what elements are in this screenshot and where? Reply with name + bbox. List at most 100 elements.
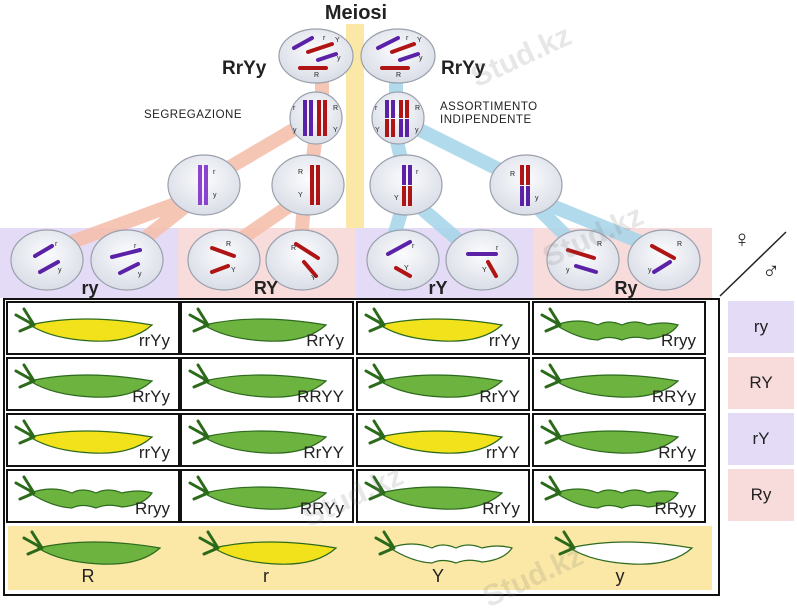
svg-text:Y: Y [404, 265, 409, 272]
pea-pod-icon [538, 359, 698, 408]
center-band [346, 24, 364, 228]
gamete-rY-1: rY [366, 229, 440, 291]
cell-genotype: RRYy [651, 387, 696, 406]
svg-text:Y: Y [298, 192, 303, 199]
gamete-rY-2: rY [445, 229, 519, 291]
pea-pod-icon [12, 359, 172, 408]
legend-label-y: y [615, 566, 625, 586]
svg-text:R: R [298, 169, 303, 176]
grid-cell: RrYy [356, 469, 530, 523]
gamete-RY-1: RY [187, 229, 261, 291]
cell-genotype: RrYy [306, 331, 344, 350]
pea-pod-icon [362, 303, 522, 352]
pea-pod-icon [186, 415, 346, 464]
svg-text:y: y [337, 55, 341, 62]
grid-cell: RrYy [180, 301, 354, 355]
pea-pod-icon [12, 415, 172, 464]
cell-genotype: rrYy [138, 443, 170, 462]
svg-text:y: y [419, 55, 423, 62]
meiosis1-cell-1: ry [167, 154, 241, 216]
grid-cell: rrYY [356, 413, 530, 467]
gamete-label-4: Ry [614, 278, 638, 298]
row-label-2: RY [728, 357, 794, 409]
grid-cell: RRYy [180, 469, 354, 523]
cell-genotype: RrYY [303, 443, 344, 462]
grid-cell: RrYY [180, 413, 354, 467]
svg-text:R: R [510, 171, 515, 178]
grid-cell: RrYy [532, 413, 706, 467]
svg-text:Y: Y [311, 275, 316, 282]
pea-pod-icon [538, 303, 698, 352]
svg-text:Y: Y [417, 37, 422, 44]
pea-pod-icon [362, 471, 522, 520]
pea-pod-icon [538, 415, 698, 464]
svg-text:R: R [226, 241, 231, 248]
svg-text:y: y [138, 271, 142, 278]
gamete-ry-1: ry [10, 229, 84, 291]
svg-text:R: R [291, 245, 296, 252]
pea-pod-icon [362, 359, 522, 408]
gamete-Ry-2: Ry [627, 229, 701, 291]
svg-text:R: R [314, 72, 319, 79]
row-label-1: ry [728, 301, 794, 353]
parent-cell-left: r Y yR [278, 28, 354, 84]
svg-text:y: y [648, 267, 652, 274]
legend-label-R: R [81, 566, 95, 586]
gamete-label-2: RY [253, 278, 279, 298]
svg-text:y: y [566, 267, 570, 274]
svg-text:r: r [134, 243, 137, 250]
metaphase-cell-left: r R y Y [289, 91, 343, 145]
grid-cell: rrYy [6, 413, 180, 467]
svg-text:Y: Y [482, 267, 487, 274]
grid-cell: rrYy [356, 301, 530, 355]
cell-genotype: RRYY [297, 387, 344, 406]
pea-pod-icon [538, 471, 698, 520]
svg-text:y: y [293, 127, 297, 134]
svg-text:Y: Y [333, 127, 338, 134]
female-symbol: ♀ [733, 226, 751, 253]
svg-text:r: r [323, 35, 326, 42]
pea-pod-icon [186, 303, 346, 352]
parent-genotype-right: RrYy [441, 58, 486, 79]
row-label-4: Ry [728, 469, 794, 521]
gamete-ry-2: ry [90, 229, 164, 291]
cell-genotype: Rryy [135, 499, 170, 518]
svg-text:y: y [58, 267, 62, 274]
cell-genotype: RRYy [299, 499, 344, 518]
cell-genotype: RrYy [482, 499, 520, 518]
svg-text:r: r [293, 105, 296, 112]
gamete-label-3: rY [428, 278, 448, 298]
cell-genotype: rrYy [488, 331, 520, 350]
svg-text:y: y [213, 192, 217, 199]
cell-genotype: RrYY [479, 387, 520, 406]
grid-cell: Rryy [532, 301, 706, 355]
gamete-Ry-1: Ry [546, 229, 620, 291]
meiosis1-cell-2: RY [271, 154, 345, 216]
gamete-RY-2: RY [265, 229, 339, 291]
svg-text:Y: Y [335, 37, 340, 44]
cell-genotype: Rryy [661, 331, 696, 350]
meiosis1-cell-3: rY [369, 154, 443, 216]
pea-pod-icon [186, 471, 346, 520]
legend-label-r: r [263, 566, 269, 586]
svg-text:R: R [333, 105, 338, 112]
gamete-label-1: ry [81, 278, 99, 298]
assortment-label-line1: ASSORTIMENTO [440, 101, 538, 113]
svg-text:r: r [496, 245, 499, 252]
legend-pod-icon [552, 526, 712, 575]
svg-text:R: R [415, 105, 420, 112]
svg-text:r: r [416, 169, 419, 176]
svg-text:R: R [677, 241, 682, 248]
cell-genotype: RrYy [658, 443, 696, 462]
svg-text:r: r [406, 35, 409, 42]
meiosis1-cell-4: Ry [489, 154, 563, 216]
grid-cell: RRYy [532, 357, 706, 411]
pea-pod-icon [362, 415, 522, 464]
svg-text:r: r [55, 241, 58, 248]
row-label-3: rY [728, 413, 794, 465]
parent-genotype-left: RrYy [222, 58, 267, 79]
